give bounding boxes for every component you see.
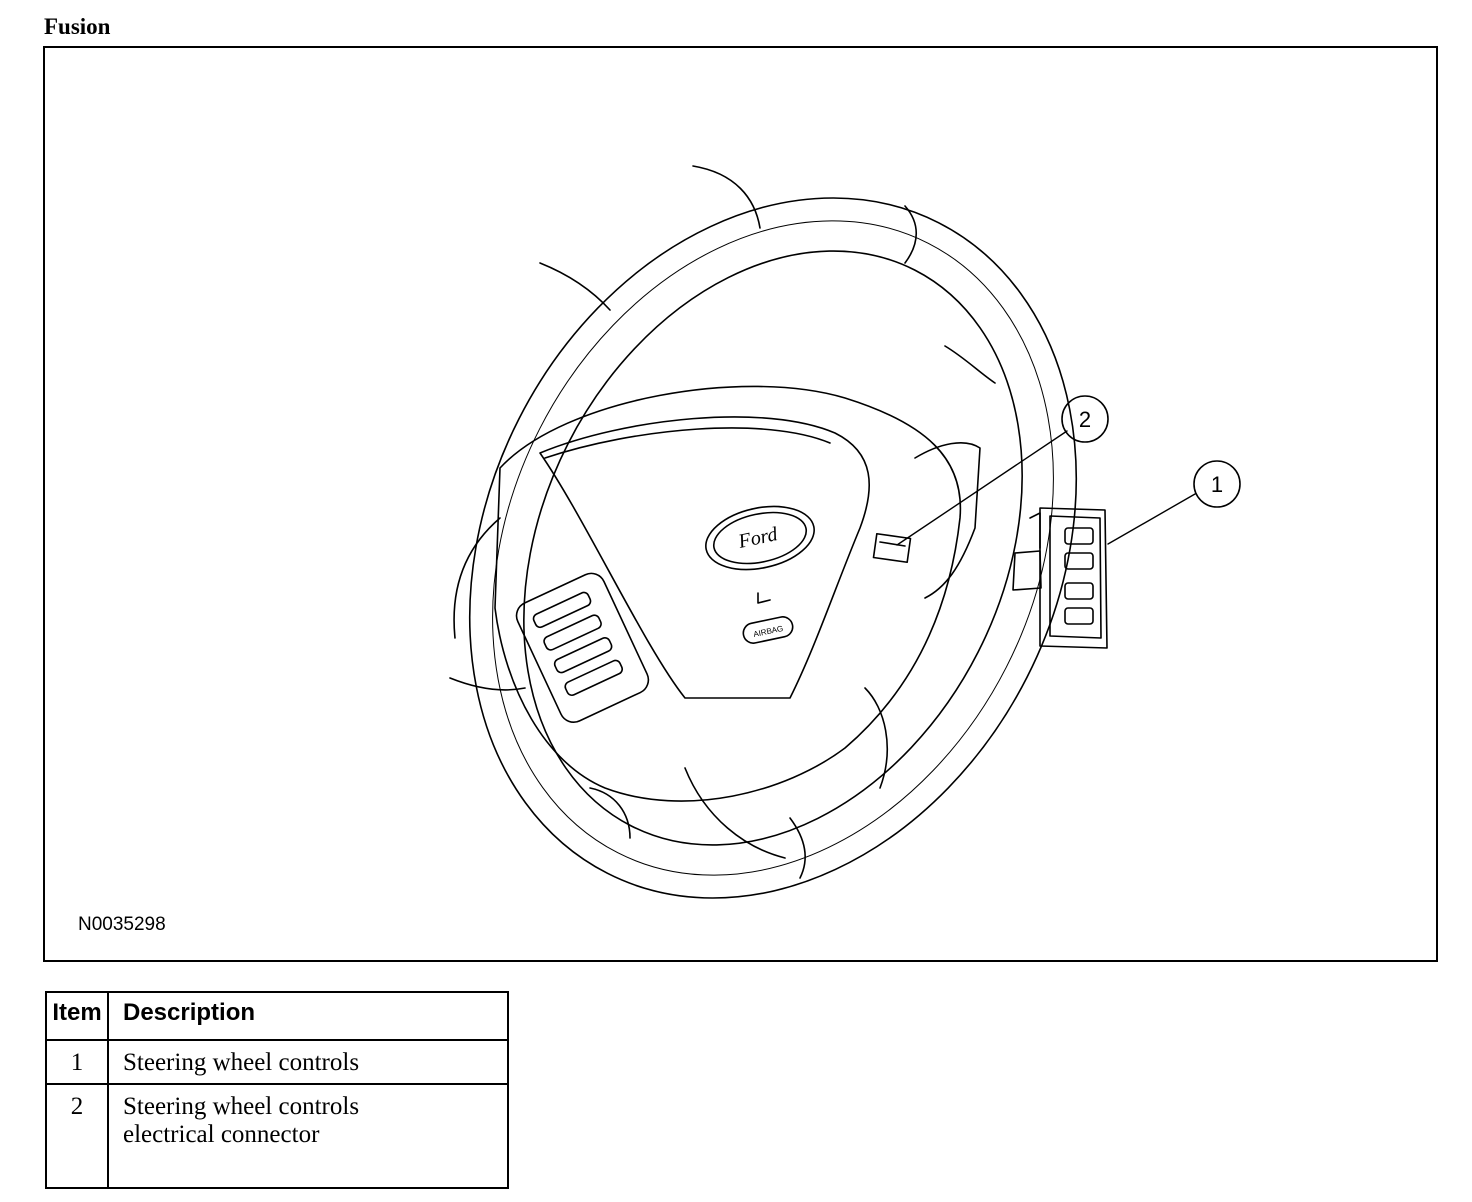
airbag-cover-edge bbox=[544, 427, 831, 459]
figure-id: N0035298 bbox=[78, 914, 166, 935]
left-switch-button bbox=[553, 637, 613, 674]
wheel-rim-inner bbox=[523, 250, 1023, 846]
legend-row: 2 Steering wheel controls electrical con… bbox=[45, 1083, 509, 1189]
callout-circle-2 bbox=[1061, 395, 1109, 443]
callout-leader-1 bbox=[1107, 493, 1196, 545]
rim-segment-line bbox=[904, 205, 917, 264]
legend-description-line: Steering wheel controls bbox=[123, 1049, 360, 1076]
callout-circle-1 bbox=[1193, 460, 1241, 508]
connector-2 bbox=[872, 532, 912, 564]
legend-header-item: Item bbox=[45, 991, 109, 1041]
rim-segment-line bbox=[789, 817, 806, 879]
airbag-cover bbox=[539, 416, 870, 699]
left-switch-panel bbox=[515, 572, 650, 723]
horn-symbol bbox=[757, 592, 771, 604]
page-heading: Fusion bbox=[44, 14, 111, 39]
legend-header-row: Item Description bbox=[45, 991, 509, 1041]
figure-frame: 2 1 Ford AIRBAG N0035298 bbox=[43, 46, 1438, 962]
legend-table: Item Description 1 Steering wheel contro… bbox=[45, 991, 509, 1189]
switch-module-1 bbox=[1039, 507, 1108, 649]
steering-wheel-illustration: 2 1 Ford AIRBAG bbox=[449, 165, 1241, 899]
rim-segment-line bbox=[449, 677, 526, 691]
legend-description-line: electrical connector bbox=[123, 1121, 320, 1148]
legend-description-line: Steering wheel controls bbox=[123, 1093, 360, 1120]
switch-module-plug bbox=[1012, 550, 1042, 591]
rim-segment-line bbox=[944, 345, 996, 384]
left-switch-button bbox=[532, 591, 592, 629]
callout-leader-2 bbox=[896, 430, 1068, 546]
airbag-badge-text: AIRBAG bbox=[753, 624, 784, 639]
spoke-bottom-edge bbox=[864, 687, 888, 789]
ford-logo-oval-outer bbox=[705, 505, 815, 571]
legend-description: Steering wheel controls bbox=[107, 1039, 509, 1085]
ford-logo-oval-inner bbox=[712, 511, 808, 565]
left-switch-button bbox=[564, 659, 624, 697]
rim-segment-line bbox=[692, 165, 761, 229]
callout-number-1: 1 bbox=[1211, 472, 1223, 497]
legend-item-number: 1 bbox=[45, 1039, 109, 1085]
legend-description: Steering wheel controls electrical conne… bbox=[107, 1083, 509, 1189]
wheel-rim-outer bbox=[468, 197, 1078, 899]
hub-outline bbox=[494, 385, 962, 802]
rim-segment-line bbox=[589, 787, 631, 839]
ford-logo-text: Ford bbox=[736, 523, 781, 553]
wheel-rim-groove bbox=[492, 220, 1054, 876]
rim-segment-line bbox=[539, 262, 611, 311]
spoke-bottom bbox=[684, 767, 786, 859]
spoke-left bbox=[453, 517, 501, 639]
callout-number-2: 2 bbox=[1079, 407, 1091, 432]
spoke-right bbox=[914, 442, 981, 599]
legend-header-description: Description bbox=[107, 991, 509, 1041]
airbag-badge bbox=[742, 616, 794, 644]
left-switch-button bbox=[543, 614, 602, 651]
legend-row: 1 Steering wheel controls bbox=[45, 1039, 509, 1085]
legend-item-number: 2 bbox=[45, 1083, 109, 1189]
